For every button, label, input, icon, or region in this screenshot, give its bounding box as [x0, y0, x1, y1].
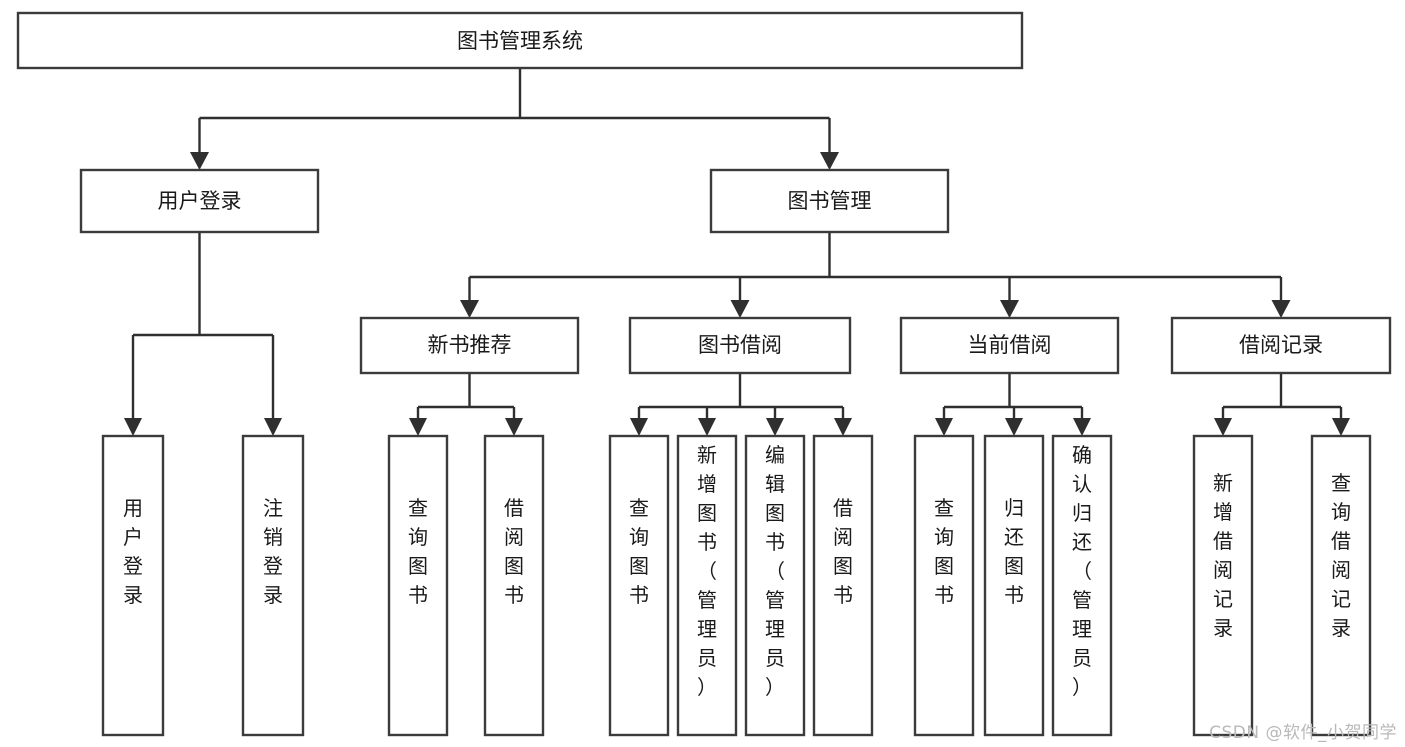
node-borrow-record[interactable]: 借阅记录 — [1170, 316, 1392, 375]
node-current-borrow-box[interactable] — [899, 316, 1120, 375]
arrow-head-borrow-book-1 — [505, 418, 523, 436]
node-query-borrow-record[interactable]: 查询借阅记录 — [1310, 434, 1372, 737]
node-add-book-admin[interactable]: 新增图书（管理员） — [676, 434, 738, 737]
arrow-head-edit-book-admin — [766, 418, 784, 436]
node-new-book-recommend[interactable]: 新书推荐 — [359, 316, 580, 375]
node-return-book-label: 归还图书 — [1004, 496, 1024, 607]
arrow-head-query-book-3 — [935, 418, 953, 436]
arrow-head-current-borrow — [1000, 300, 1019, 318]
node-book-management[interactable]: 图书管理 — [709, 168, 950, 234]
node-add-borrow-record-box[interactable] — [1192, 434, 1254, 737]
node-query-book-1-label: 查询图书 — [408, 496, 428, 607]
node-user-login-leaf[interactable]: 用户登录 — [101, 434, 165, 737]
node-user-login-leaf-label: 用户登录 — [123, 496, 143, 607]
node-book-borrow-box[interactable] — [628, 316, 852, 375]
node-confirm-return-admin[interactable]: 确认归还（管理员） — [1051, 434, 1113, 737]
arrow-head-confirm-return-admin — [1073, 418, 1091, 436]
node-book-management-label: 图书管理 — [788, 189, 872, 213]
node-borrow-book-2-label: 借阅图书 — [833, 496, 853, 607]
node-borrow-book-1-box[interactable] — [483, 434, 545, 737]
arrow-head-query-borrow-record — [1332, 418, 1350, 436]
node-book-management-box[interactable] — [709, 168, 950, 234]
arrow-head-book-borrow — [730, 300, 750, 318]
node-add-borrow-record-label: 新增借阅记录 — [1213, 471, 1233, 640]
connector-group-book-borrow — [630, 373, 852, 436]
node-query-book-2-label: 查询图书 — [629, 496, 649, 607]
node-query-book-1-box[interactable] — [387, 434, 449, 737]
arrow-head-book-management — [820, 152, 839, 170]
node-query-book-1[interactable]: 查询图书 — [387, 434, 449, 737]
arrow-head-borrow-record — [1271, 300, 1291, 318]
node-borrow-book-2[interactable]: 借阅图书 — [812, 434, 874, 737]
node-borrow-record-box[interactable] — [1170, 316, 1392, 375]
connector-group-root — [190, 68, 839, 170]
connector-group-book-management — [460, 232, 1291, 318]
arrow-head-new-book-recommend — [460, 300, 479, 318]
node-query-book-3[interactable]: 查询图书 — [913, 434, 975, 737]
node-new-book-recommend-label: 新书推荐 — [428, 333, 512, 357]
arrow-head-return-book — [1005, 418, 1023, 436]
node-user-login-box[interactable] — [79, 168, 320, 234]
node-query-borrow-record-box[interactable] — [1310, 434, 1372, 737]
node-query-book-3-label: 查询图书 — [934, 496, 954, 607]
node-borrow-book-1-label: 借阅图书 — [504, 496, 524, 607]
node-query-book-2-box[interactable] — [608, 434, 670, 737]
node-borrow-book-2-box[interactable] — [812, 434, 874, 737]
node-current-borrow[interactable]: 当前借阅 — [899, 316, 1120, 375]
node-edit-book-admin-label: 编辑图书（管理员） — [765, 443, 785, 699]
node-user-logout-leaf[interactable]: 注销登录 — [241, 434, 305, 737]
arrow-head-borrow-book-2 — [834, 418, 852, 436]
node-root-label: 图书管理系统 — [457, 29, 583, 53]
arrow-head-query-book-2 — [630, 418, 648, 436]
node-borrow-record-label: 借阅记录 — [1239, 333, 1323, 357]
node-query-book-2[interactable]: 查询图书 — [608, 434, 670, 737]
node-add-book-admin-box[interactable] — [676, 434, 738, 737]
arrow-head-user-login — [190, 152, 209, 170]
node-query-borrow-record-label: 查询借阅记录 — [1331, 471, 1351, 640]
node-add-borrow-record[interactable]: 新增借阅记录 — [1192, 434, 1254, 737]
arrow-head-user-login-leaf — [124, 418, 142, 436]
node-query-book-3-box[interactable] — [913, 434, 975, 737]
arrow-head-query-book-1 — [409, 418, 427, 436]
node-return-book-box[interactable] — [983, 434, 1045, 737]
connector-group-new-book-recommend — [409, 373, 523, 436]
node-user-logout-leaf-label: 注销登录 — [263, 496, 283, 607]
node-user-login-leaf-box[interactable] — [101, 434, 165, 737]
node-confirm-return-admin-box[interactable] — [1051, 434, 1113, 737]
node-user-logout-leaf-box[interactable] — [241, 434, 305, 737]
node-book-borrow-label: 图书借阅 — [698, 333, 782, 357]
arrow-head-add-book-admin — [698, 418, 716, 436]
node-root[interactable]: 图书管理系统 — [16, 11, 1024, 70]
node-new-book-recommend-box[interactable] — [359, 316, 580, 375]
node-add-book-admin-label: 新增图书（管理员） — [697, 443, 717, 699]
arrow-head-add-borrow-record — [1214, 418, 1232, 436]
node-edit-book-admin[interactable]: 编辑图书（管理员） — [744, 434, 806, 737]
node-root-box[interactable] — [16, 11, 1024, 70]
node-book-borrow[interactable]: 图书借阅 — [628, 316, 852, 375]
node-current-borrow-label: 当前借阅 — [968, 333, 1052, 357]
node-user-login-label: 用户登录 — [158, 189, 242, 213]
node-user-login[interactable]: 用户登录 — [79, 168, 320, 234]
connector-group-borrow-record — [1214, 373, 1350, 436]
node-confirm-return-admin-label: 确认归还（管理员） — [1072, 443, 1092, 699]
node-borrow-book-1[interactable]: 借阅图书 — [483, 434, 545, 737]
connector-group-current-borrow — [935, 373, 1091, 436]
arrow-head-user-logout-leaf — [264, 418, 282, 436]
connector-group-user-login — [124, 232, 282, 436]
node-edit-book-admin-box[interactable] — [744, 434, 806, 737]
node-return-book[interactable]: 归还图书 — [983, 434, 1045, 737]
